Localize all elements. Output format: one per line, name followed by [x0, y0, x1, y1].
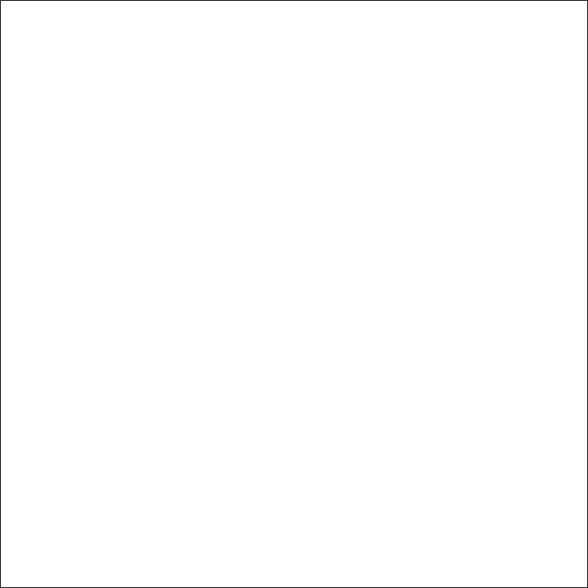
blank-canvas [0, 0, 588, 588]
